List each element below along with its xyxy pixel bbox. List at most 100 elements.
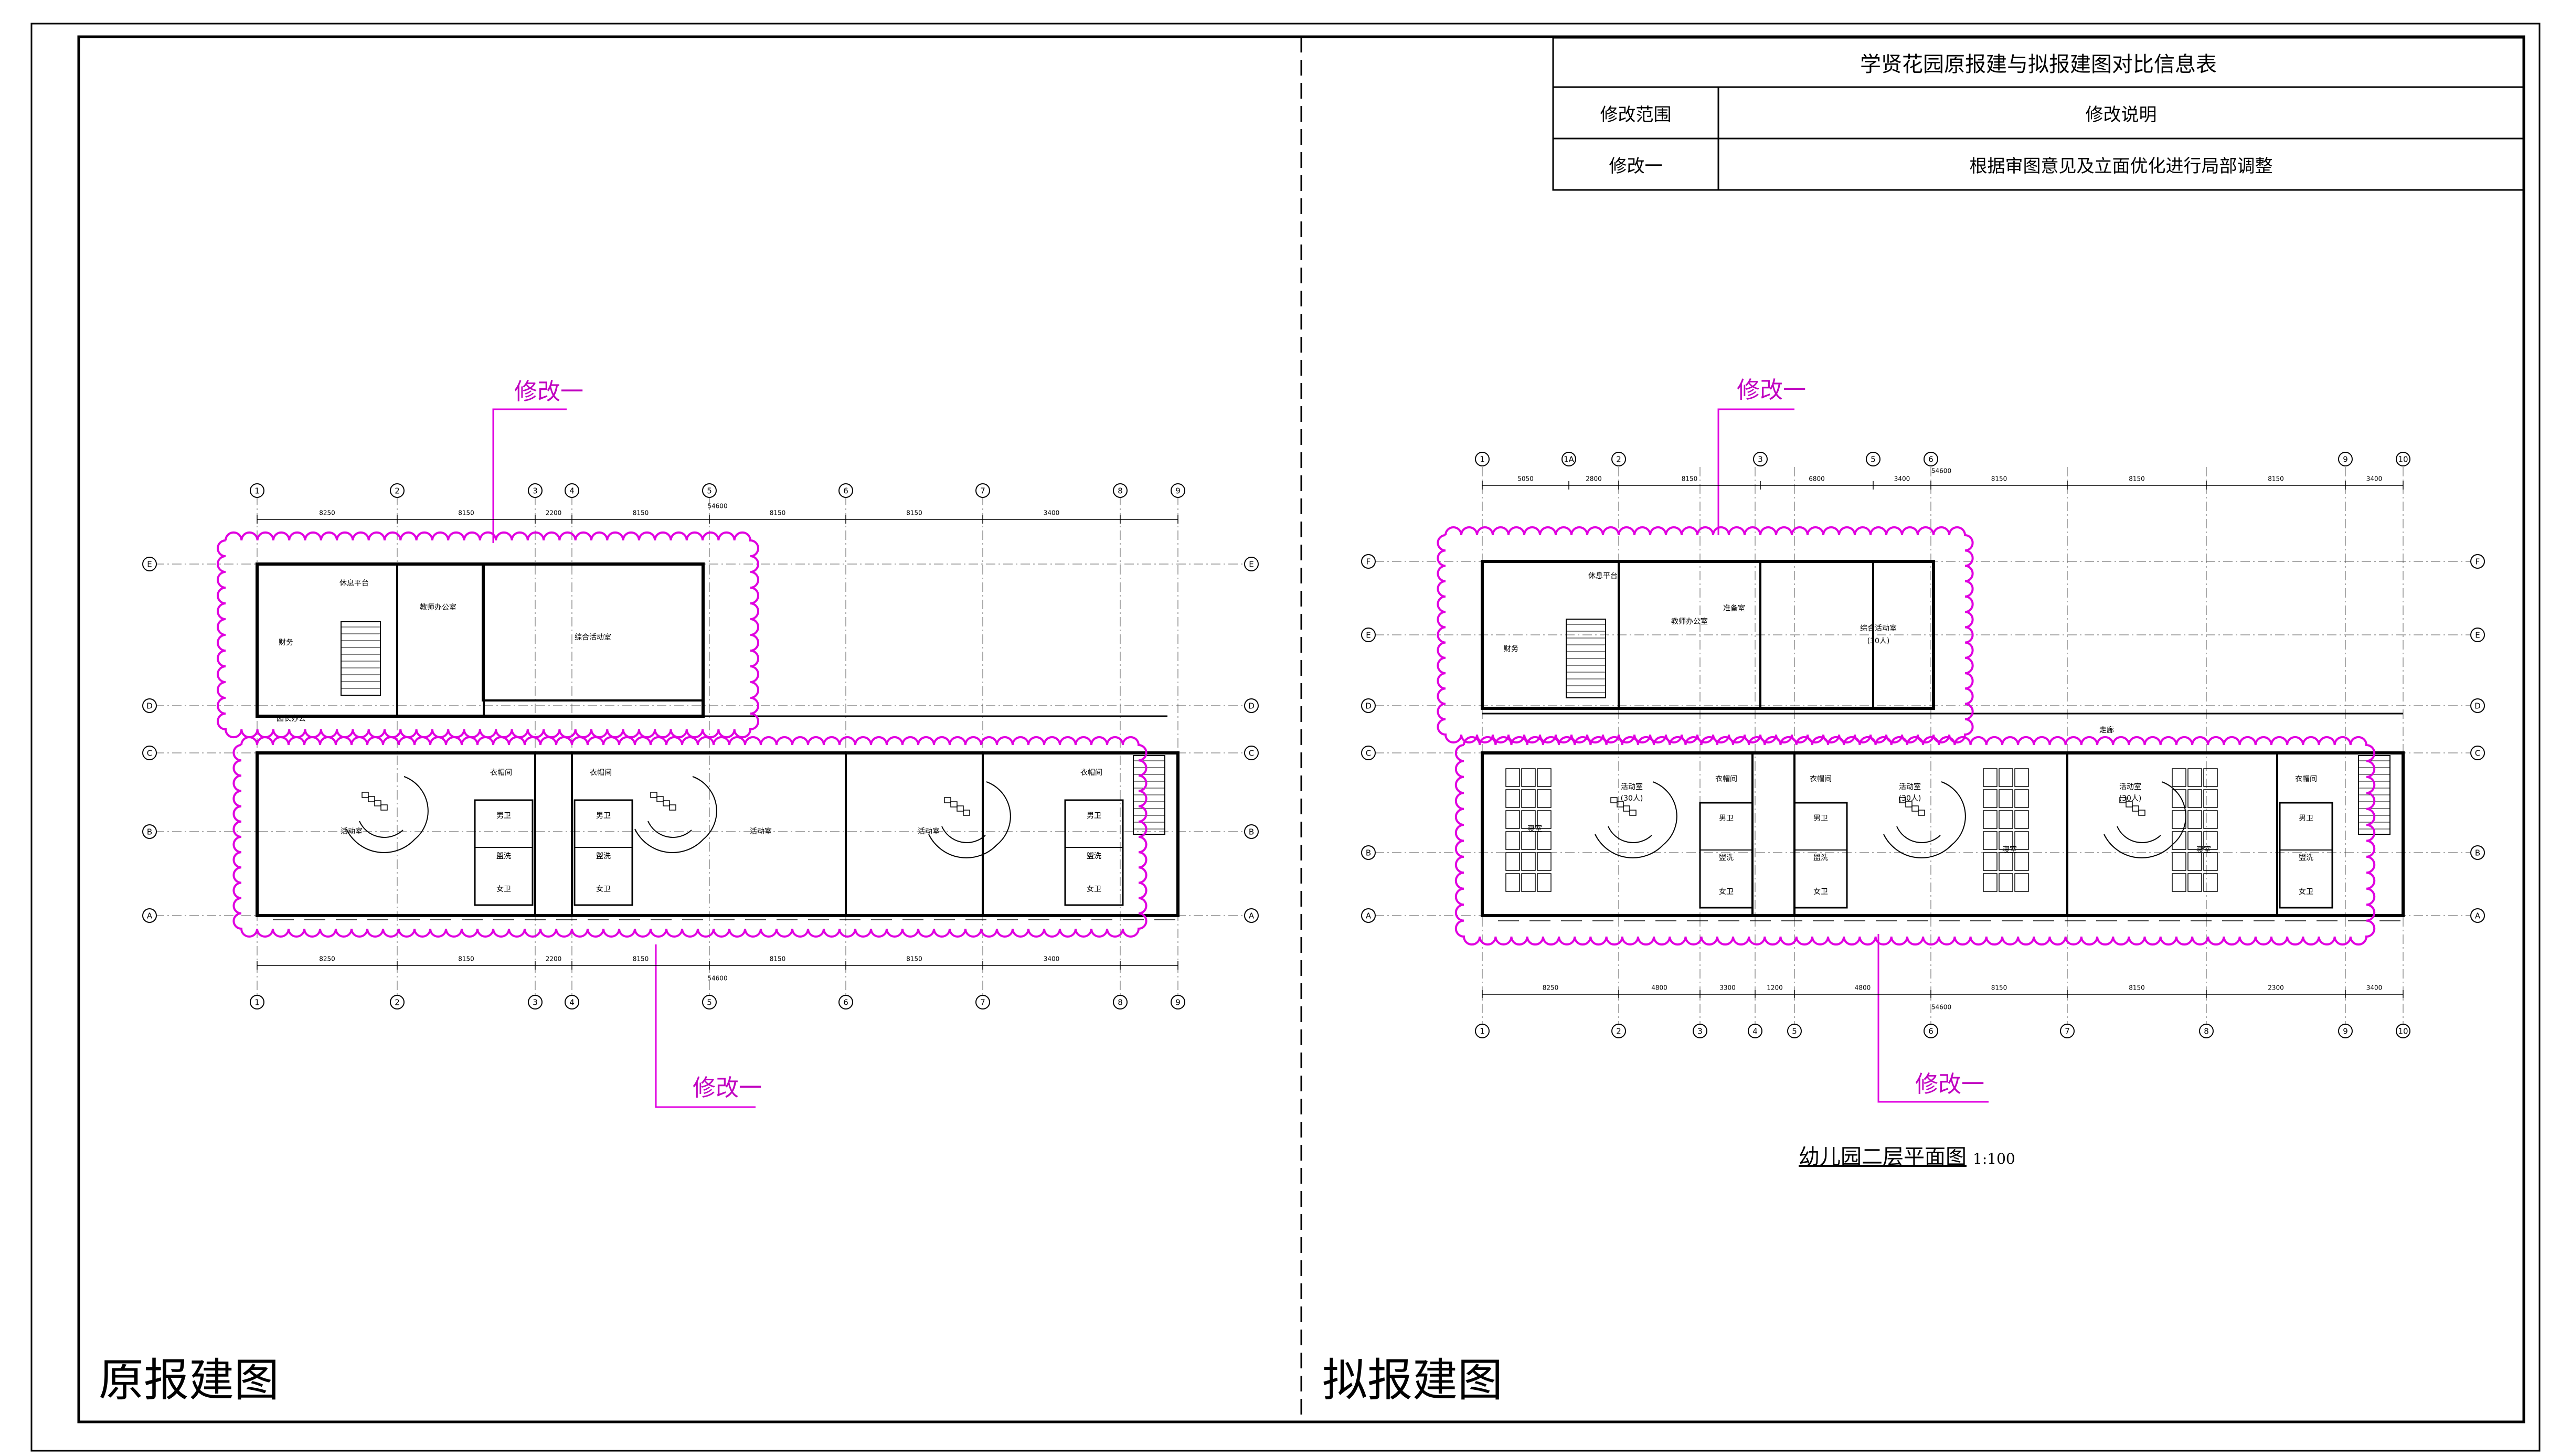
- revision-cloud-right-bottom: [1454, 736, 2376, 946]
- axis-bottom-3-circle: [1693, 1024, 1707, 1038]
- bed-2: [2187, 852, 2202, 871]
- info-table-grid: [1552, 37, 2525, 191]
- axis-left-F-label: F: [1366, 557, 1371, 567]
- axis-right-D-label: D: [1248, 702, 1255, 711]
- furniture-arc-3-seat: [2126, 801, 2133, 807]
- axis-top-6-label: 6: [843, 486, 848, 496]
- room-label-activity3: 活动室: [2119, 782, 2141, 791]
- bed-2: [2187, 789, 2202, 808]
- dim-right-bottom-value: 4800: [1651, 984, 1667, 992]
- furniture-arc-2-side: [692, 776, 717, 840]
- dim-left-top-value: 8150: [770, 509, 786, 517]
- right-plan-title-text: 幼儿园二层平面图: [1799, 1145, 1967, 1169]
- axis-bottom-7-label: 7: [980, 998, 985, 1007]
- axis-bottom-5-label: 5: [707, 998, 712, 1007]
- furniture-arc-1-seat: [1623, 805, 1630, 812]
- axis-left-C-label: C: [1366, 749, 1371, 758]
- bed-0: [1537, 873, 1552, 892]
- bed-1: [2014, 831, 2029, 850]
- axis-top-6-circle: [1924, 452, 1938, 466]
- room-label-boys1: 男卫: [496, 812, 511, 820]
- room-label-prep: 准备室: [1723, 604, 1745, 613]
- dim-right-bottom-value: 8250: [1543, 984, 1559, 992]
- room-label-girls-2: 女卫: [1813, 887, 1828, 896]
- dim-left-top-value: 2200: [546, 509, 562, 517]
- room-label-girls2: 女卫: [596, 885, 611, 894]
- leader-left-top: [492, 408, 567, 543]
- axis-bottom-6-circle: [838, 995, 853, 1009]
- axis-top-7-circle: [975, 483, 990, 498]
- bed-2: [2203, 831, 2218, 850]
- axis-top-6-circle: [838, 483, 853, 498]
- room-label-activity3-capacity: (30人): [2119, 794, 2142, 803]
- bed-0: [1537, 852, 1552, 871]
- bed-0: [1521, 852, 1536, 871]
- axis-right-B-label: B: [1249, 827, 1254, 837]
- room-label-activity1-capacity: (30人): [1621, 794, 1643, 803]
- axis-left-B-circle: [1361, 845, 1376, 860]
- furniture-arc-3-seat: [944, 797, 951, 803]
- bed-0: [1521, 789, 1536, 808]
- axis-right-E-label: E: [2475, 631, 2480, 640]
- axis-top-9-circle: [2338, 452, 2353, 466]
- furniture-arc-3-outer: [928, 834, 997, 858]
- room-label-activity-hall-capacity: (30人): [1867, 637, 1890, 645]
- wall-main-block: [256, 751, 1180, 917]
- axis-left-F-circle: [1361, 554, 1376, 569]
- furniture-arc-3-inner: [941, 826, 986, 843]
- axis-bottom-9-circle: [1171, 995, 1185, 1009]
- room-label-platform: 休息平台: [339, 579, 369, 588]
- furniture-arc-2-seat: [1918, 810, 1925, 816]
- furniture-arc-3-side: [986, 781, 1011, 845]
- furniture-arc-1-seat: [1617, 801, 1624, 807]
- axis-top-2-label: 2: [1616, 455, 1621, 464]
- axis-left-E-circle: [1361, 628, 1376, 642]
- axis-top-8-label: 8: [1118, 486, 1123, 496]
- axis-right-A-circle: [1244, 908, 1259, 923]
- bed-0: [1505, 831, 1520, 850]
- axis-top-8-circle: [1113, 483, 1128, 498]
- dim-left-bottom-value: 8250: [319, 955, 335, 963]
- axis-bottom-4-label: 4: [569, 998, 575, 1007]
- room-label-wash-2: 盥洗: [1813, 854, 1828, 862]
- axis-bottom-1-label: 1: [254, 998, 260, 1007]
- wall-main-block: [1481, 751, 2405, 917]
- axis-top-3-label: 3: [533, 486, 538, 496]
- axis-left-C-circle: [142, 746, 157, 760]
- revision-label-right-top: 修改一: [1737, 377, 1806, 403]
- dim-right-bottom-value: 8150: [1991, 984, 2007, 992]
- axis-top-1-label: 1: [1480, 455, 1485, 464]
- bed-2: [2203, 852, 2218, 871]
- dim-left-bottom-value: 8150: [633, 955, 649, 963]
- revision-label-left-bottom: 修改一: [693, 1075, 762, 1101]
- bed-1: [2014, 852, 2029, 871]
- axis-bottom-3-circle: [528, 995, 543, 1009]
- dim-right-top-value: 3400: [1894, 475, 1910, 483]
- axis-right-D-label: D: [2474, 702, 2481, 711]
- room-label-teacher-office: 教师办公室: [1671, 617, 1708, 626]
- axis-left-C-label: C: [147, 749, 152, 758]
- bed-0: [1505, 873, 1520, 892]
- revision-leaders: [492, 408, 1989, 1108]
- axis-right-B-label: B: [2475, 848, 2480, 858]
- wall-activity-hall: [482, 563, 704, 702]
- room-label-activity1: 活动室: [341, 827, 363, 836]
- furniture-arc-3-seat: [2132, 805, 2139, 812]
- dim-right-bottom-value: 2300: [2268, 984, 2284, 992]
- dim-right-top-value: 8150: [1682, 475, 1698, 483]
- dim-right-bottom-value: 3400: [2366, 984, 2383, 992]
- dim-right-bottom-value: 1200: [1767, 984, 1783, 992]
- axis-bottom-1-circle: [250, 995, 264, 1009]
- room-label-wash-3: 盥洗: [2299, 854, 2313, 862]
- axis-top-9-circle: [1171, 483, 1185, 498]
- dim-right-top-value: 3400: [2366, 475, 2383, 483]
- toilet-block: [573, 799, 633, 906]
- axis-bottom-1-label: 1: [1480, 1027, 1485, 1036]
- axis-top-5-circle: [1866, 452, 1881, 466]
- bed-1: [1983, 789, 1998, 808]
- axis-bottom-10-circle: [2396, 1024, 2410, 1038]
- bed-0: [1505, 789, 1520, 808]
- stair-north: [341, 621, 381, 696]
- axis-bottom-4-circle: [565, 995, 579, 1009]
